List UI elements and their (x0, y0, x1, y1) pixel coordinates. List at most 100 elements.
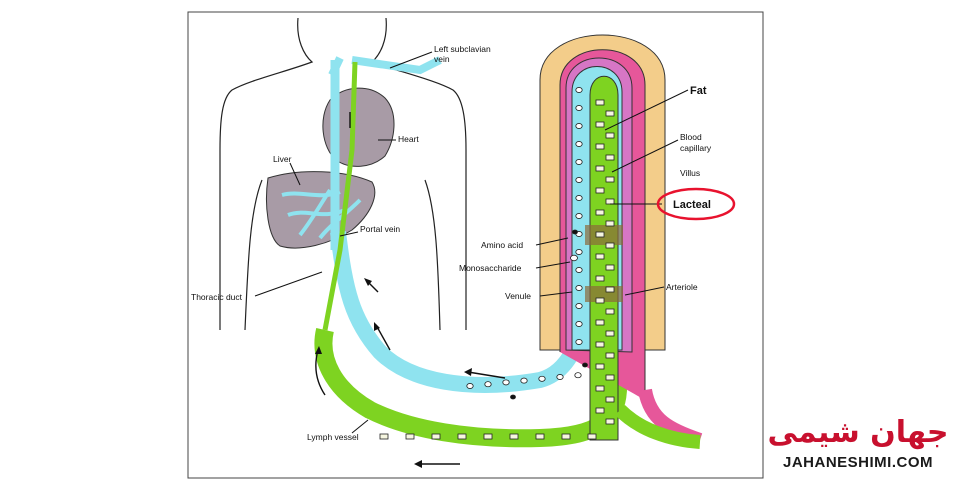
watermark-latin-text: JAHANESHIMI.COM (783, 454, 933, 471)
fat-globule (535, 433, 545, 440)
label-thoracic-duct: Thoracic duct (191, 292, 243, 302)
blood-cell (574, 372, 582, 379)
fat-globule (605, 154, 615, 161)
blood-cell (575, 87, 583, 93)
liver-veins (281, 188, 362, 240)
fat-globule (605, 374, 615, 381)
blood-cell (575, 177, 583, 183)
blood-cell (520, 377, 528, 384)
fat-globule (605, 198, 615, 205)
monosaccharide-particle (570, 254, 578, 262)
fat-globule (561, 433, 571, 440)
fat-globule (595, 363, 605, 370)
blood-cell (575, 213, 583, 219)
lacteal-exit (615, 404, 701, 449)
fat-globule (431, 433, 441, 440)
fat-globule (483, 433, 493, 440)
blood-cell (502, 379, 510, 386)
fat-globule (605, 176, 615, 183)
leader-lines (254, 51, 689, 434)
nutrient-particles (379, 87, 615, 440)
heart (322, 87, 395, 167)
leader-amino-acid (535, 237, 569, 246)
leader-lymph-vessel (351, 419, 369, 434)
label-lymph-vessel: Lymph vessel (307, 432, 359, 442)
label-villus: Villus (680, 168, 700, 178)
fat-globule (379, 433, 389, 440)
fat-globule (509, 433, 519, 440)
flow-arrow-1-head (364, 278, 372, 286)
fat-globule (595, 121, 605, 128)
fat-globule (595, 297, 605, 304)
blood-cell (575, 141, 583, 147)
label-arteriole: Arteriole (666, 282, 698, 292)
amino-acid-particle (572, 229, 578, 235)
blood-cell (466, 383, 474, 389)
fat-globule (605, 396, 615, 403)
label-amino-acid: Amino acid (481, 240, 523, 250)
fat-globule (595, 187, 605, 194)
leader-thoracic-duct (254, 271, 323, 297)
flow-arrow-3-head (464, 368, 472, 376)
lacteal-highlight-ring (656, 187, 736, 221)
label-fat: Fat (690, 85, 707, 97)
blood-cell (575, 339, 583, 345)
amino-acid-particle (510, 394, 516, 400)
fat-globule (595, 275, 605, 282)
fat-globule (605, 352, 615, 359)
blood-cell (538, 375, 546, 382)
leader-venule (539, 291, 573, 297)
fat-globule (587, 433, 597, 440)
fat-globule (605, 242, 615, 249)
blood-cell (575, 285, 583, 291)
flow-arrow-4-head (315, 346, 322, 354)
flow-arrow-2-head (374, 322, 380, 331)
watermark-persian-text: جهان شیمی (768, 415, 949, 450)
fat-globule (605, 286, 615, 293)
fat-globule (605, 330, 615, 337)
amino-acid-particle (582, 362, 588, 368)
blood-cell (575, 303, 583, 309)
blood-cell (575, 123, 583, 129)
blood-cell (556, 374, 564, 380)
leader-left-subclavian (389, 51, 433, 69)
fat-globule (595, 209, 605, 216)
fat-globule (595, 407, 605, 414)
fat-globule (605, 220, 615, 227)
fat-globule (595, 231, 605, 238)
label-liver: Liver (273, 154, 292, 164)
fat-globule (605, 264, 615, 271)
fat-globule (605, 308, 615, 315)
fat-globule (595, 341, 605, 348)
label-portal-vein: Portal vein (360, 224, 400, 234)
label-monosaccharide: Monosaccharide (459, 263, 522, 273)
fat-globule (605, 110, 615, 117)
fat-globule (605, 418, 615, 425)
leader-monosaccharide (535, 261, 571, 269)
watermark-logo: جهان شیمی JAHANESHIMI.COM (768, 415, 949, 471)
leader-arteriole (624, 286, 665, 296)
label-venule: Venule (505, 291, 531, 301)
fat-globule (595, 165, 605, 172)
blood-cell (575, 267, 583, 273)
label-lacteal: Lacteal (673, 199, 711, 211)
fat-globule (595, 319, 605, 326)
leader-fat (604, 89, 689, 131)
fat-globule (595, 143, 605, 150)
blood-cell (575, 159, 583, 165)
fat-globule (405, 433, 415, 440)
label-heart: Heart (398, 134, 419, 144)
fat-globule (595, 385, 605, 392)
thoracic-duct (322, 61, 358, 331)
blood-cell (575, 105, 583, 111)
flow-arrows (315, 112, 506, 468)
leader-blood-capillary (611, 139, 679, 173)
fat-globule (457, 433, 467, 440)
leader-liver (289, 162, 301, 186)
blood-cell (484, 381, 492, 388)
flow-arrow-2 (375, 324, 391, 351)
